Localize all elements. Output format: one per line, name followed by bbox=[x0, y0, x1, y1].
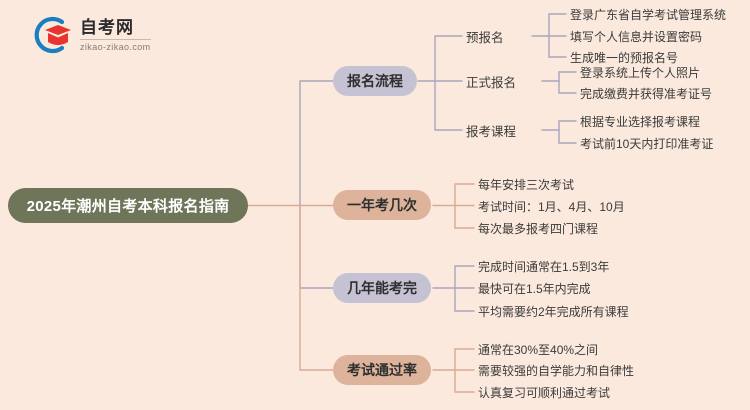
link-sub2-leaf0 bbox=[558, 120, 577, 131]
leaf-node[interactable]: 每年安排三次考试 bbox=[478, 177, 575, 192]
link-branch0-sub0 bbox=[434, 35, 463, 82]
link-branch0-sub2 bbox=[434, 80, 463, 131]
link-branch3-leaf0 bbox=[454, 348, 475, 371]
root-node[interactable]: 2025年潮州自考本科报名指南 bbox=[8, 188, 248, 223]
branch-node-baomingliucheng[interactable]: 报名流程 bbox=[333, 66, 417, 96]
link-sub0-leaf2 bbox=[548, 35, 567, 58]
link-branch2-leaf0 bbox=[454, 265, 475, 289]
site-logo: 自考网 zikao-zikao.com bbox=[28, 12, 188, 58]
link-branch1-leaf2 bbox=[454, 204, 475, 229]
leaf-node[interactable]: 根据专业选择报考课程 bbox=[580, 114, 701, 129]
leaf-node[interactable]: 每次最多报考四门课程 bbox=[478, 221, 599, 236]
leaf-node[interactable]: 考试前10天内打印准考证 bbox=[580, 136, 714, 151]
branch-node-yiniankaojici[interactable]: 一年考几次 bbox=[333, 190, 431, 220]
link-spine-branch-2 bbox=[299, 204, 334, 289]
link-branch2-leaf2 bbox=[454, 287, 475, 312]
branch-node-kaoshitongguolv[interactable]: 考试通过率 bbox=[333, 355, 431, 385]
leaf-node[interactable]: 平均需要约2年完成所有课程 bbox=[478, 304, 629, 319]
leaf-node[interactable]: 最快可在1.5年内完成 bbox=[478, 281, 591, 296]
leaf-node[interactable]: 登录系统上传个人照片 bbox=[580, 65, 701, 80]
leaf-node[interactable]: 完成时间通常在1.5到3年 bbox=[478, 259, 610, 274]
logo-text-block: 自考网 zikao-zikao.com bbox=[80, 19, 151, 52]
logo-title: 自考网 bbox=[80, 19, 151, 40]
leaf-node[interactable]: 认真复习可顺利通过考试 bbox=[478, 385, 611, 400]
logo-mark-icon bbox=[28, 13, 72, 57]
link-sub1-leaf1 bbox=[558, 80, 577, 94]
link-sub1-leaf0 bbox=[558, 71, 577, 82]
leaf-node[interactable]: 需要较强的自学能力和自律性 bbox=[478, 363, 635, 378]
sub-node-yubaoming[interactable]: 预报名 bbox=[466, 30, 504, 45]
leaf-node[interactable]: 通常在30%至40%之间 bbox=[478, 342, 599, 357]
sub-node-baokaokecheng[interactable]: 报考课程 bbox=[466, 124, 517, 139]
link-sub2-leaf1 bbox=[558, 129, 577, 144]
link-sub0-leaf0 bbox=[548, 13, 567, 37]
sub-node-zhengshibaoming[interactable]: 正式报名 bbox=[466, 75, 517, 90]
logo-subtitle: zikao-zikao.com bbox=[80, 41, 151, 52]
leaf-node[interactable]: 考试时间：1月、4月、10月 bbox=[478, 199, 625, 214]
leaf-node[interactable]: 登录广东省自学考试管理系统 bbox=[570, 7, 727, 22]
leaf-node[interactable]: 填写个人信息并设置密码 bbox=[570, 29, 703, 44]
link-spine-branch-3 bbox=[299, 204, 334, 371]
link-branch1-leaf0 bbox=[454, 183, 475, 207]
link-spine-branch-0 bbox=[299, 80, 334, 207]
leaf-node[interactable]: 生成唯一的预报名号 bbox=[570, 50, 679, 65]
leaf-node[interactable]: 完成缴费并获得准考证号 bbox=[580, 86, 713, 101]
branch-node-jiniannengkaowan[interactable]: 几年能考完 bbox=[333, 273, 431, 303]
link-branch3-leaf2 bbox=[454, 369, 475, 393]
